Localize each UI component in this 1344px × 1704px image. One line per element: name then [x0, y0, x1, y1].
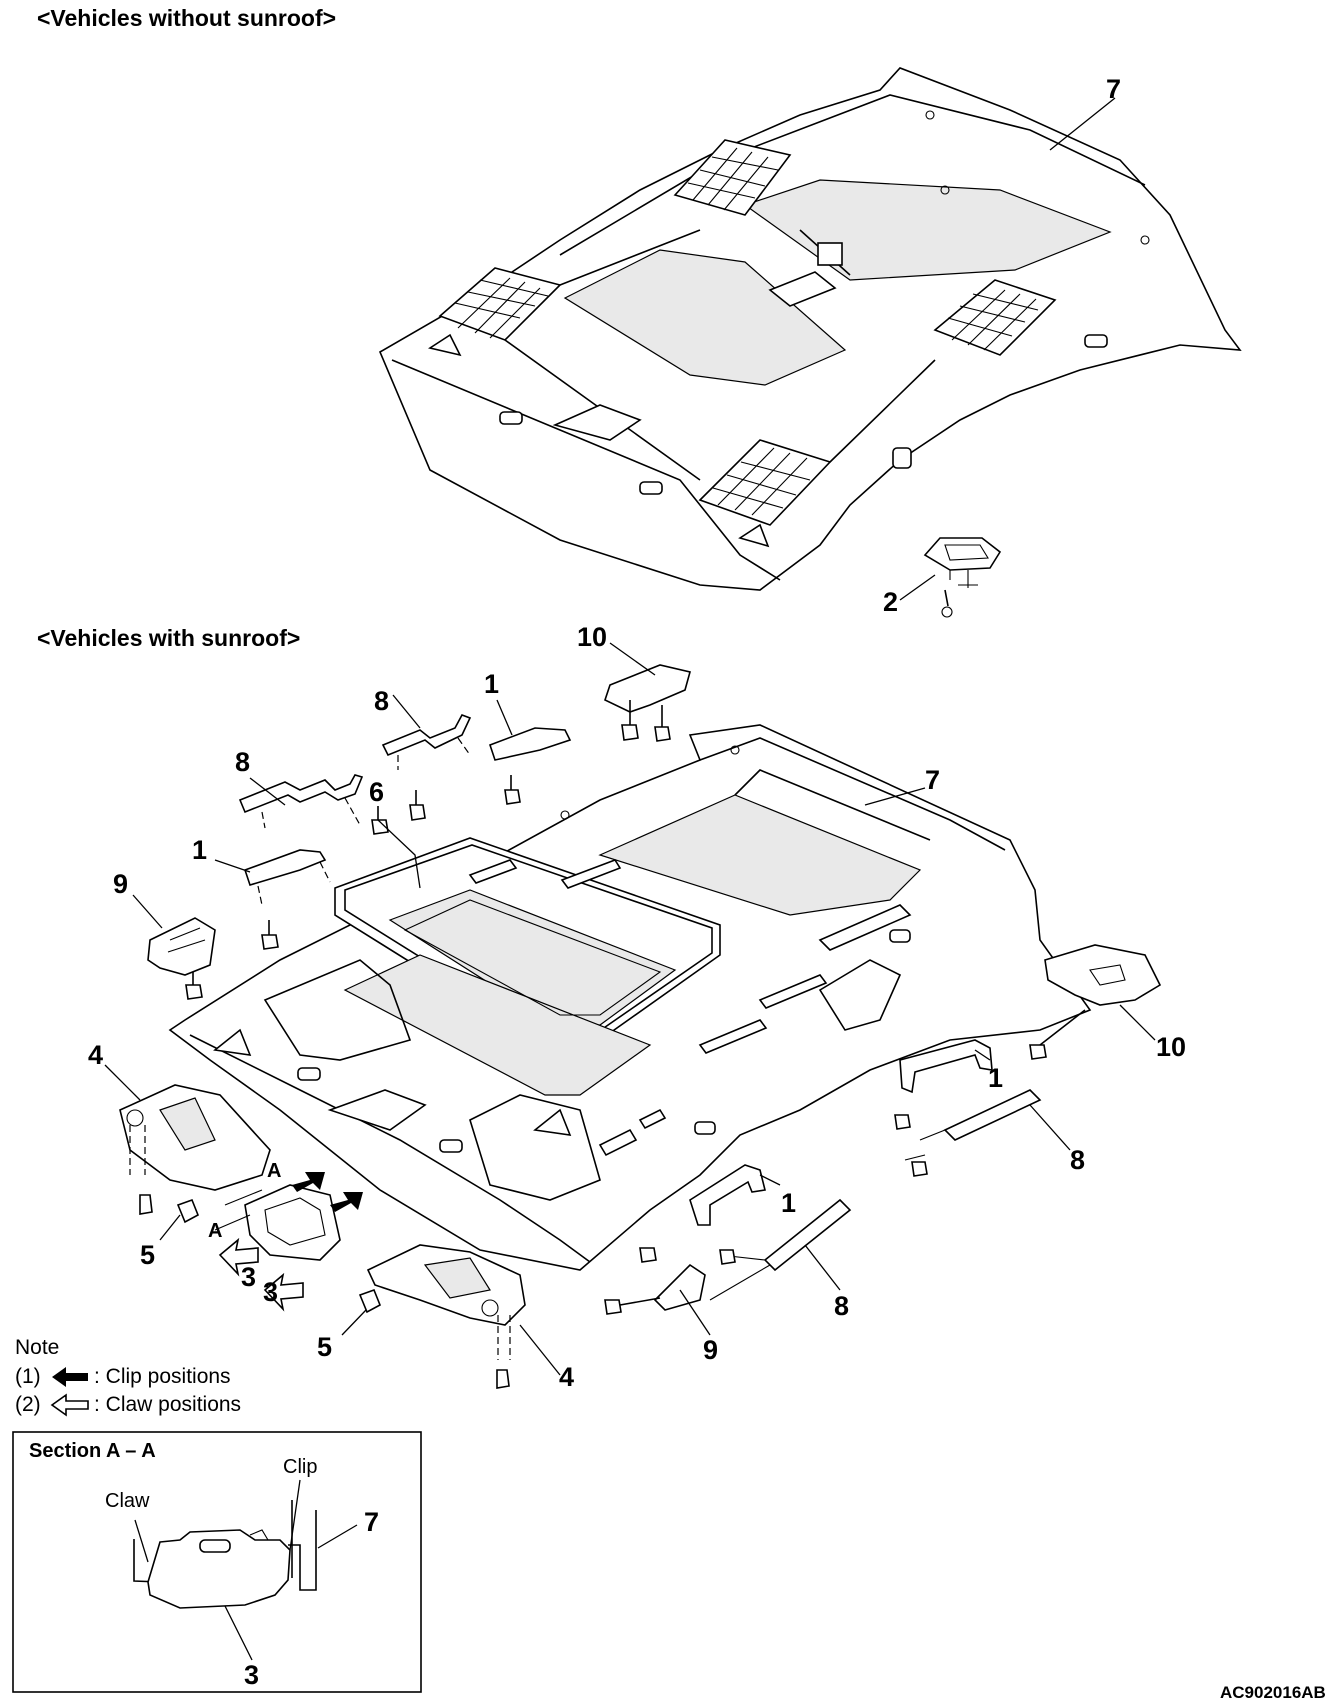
callout-7: 7	[925, 765, 941, 795]
callout-4-left: 4	[88, 1040, 104, 1070]
note-arrows	[50, 1367, 89, 1417]
callout-2: 2	[883, 587, 899, 617]
section-title: Section A – A	[29, 1440, 156, 1462]
callout-3-b: 3	[263, 1277, 279, 1307]
note-item-1-text: : Clip positions	[94, 1365, 231, 1388]
figure-code: AC902016AB	[1220, 1683, 1326, 1702]
callout-1-right: 1	[988, 1063, 1004, 1093]
section-label-clip: Clip	[283, 1456, 318, 1478]
callout-1-lower: 1	[781, 1188, 797, 1218]
callout-10-top: 10	[577, 622, 608, 652]
part-8-bracket-right	[904, 1089, 1042, 1177]
clip-position-icon	[52, 1367, 88, 1387]
headlining-sunroof	[168, 724, 1092, 1271]
callout-8-left: 8	[235, 747, 251, 777]
part-10-bracket-upper	[604, 664, 691, 742]
section-marker-a-upper: A	[267, 1160, 282, 1182]
part-4-sunvisor-left	[119, 1084, 271, 1215]
part-8-bracket-lower	[709, 1198, 852, 1301]
part-1-handle-upper	[243, 727, 572, 906]
claw-arrow-icon	[218, 1237, 304, 1312]
part-1-handle-right	[894, 1039, 993, 1130]
bolts-upper	[185, 775, 521, 1000]
callout-8-top: 8	[374, 686, 390, 716]
callout-6: 6	[369, 777, 385, 807]
vent-grid-rear-right	[933, 279, 1057, 356]
part-5-clip-left	[176, 1198, 200, 1224]
note-item-2-text: : Claw positions	[94, 1393, 242, 1416]
section-a-a-box	[12, 1431, 422, 1693]
vent-grid-rear-left	[673, 139, 792, 216]
callout-7-top: 7	[1106, 74, 1122, 104]
callout-9-lower: 9	[703, 1335, 719, 1365]
callout-1-left: 1	[192, 835, 208, 865]
part-5-clip-lower	[358, 1288, 382, 1314]
section-label-claw: Claw	[105, 1490, 150, 1512]
headlining-no-sunroof	[378, 67, 1242, 591]
callout-9-left: 9	[113, 869, 129, 899]
leader-lines	[104, 97, 1156, 1376]
callout-4-lower: 4	[559, 1362, 575, 1392]
part-9-bracket-lower	[604, 1263, 706, 1315]
part-10-bracket-right	[1029, 944, 1162, 1060]
callout-1-top: 1	[484, 669, 500, 699]
part-9-bracket-left	[147, 917, 216, 976]
callout-3-a: 3	[241, 1262, 257, 1292]
part-2-lamp	[923, 537, 1002, 618]
callout-10-right: 10	[1156, 1032, 1187, 1062]
section-callout-7: 7	[364, 1507, 380, 1537]
clip-arrow-icon	[292, 1172, 363, 1212]
heading-without-sunroof: <Vehicles without sunroof>	[37, 5, 337, 31]
claw-position-icon	[50, 1393, 89, 1417]
callout-5-left: 5	[140, 1240, 156, 1270]
note-item-1-prefix: (1)	[15, 1365, 41, 1388]
callout-8-right: 8	[1070, 1145, 1086, 1175]
section-callout-3: 3	[244, 1660, 260, 1690]
note-item-2-prefix: (2)	[15, 1393, 41, 1416]
part-1-handle-lower	[639, 1164, 766, 1263]
part-8-bracket-upper	[238, 714, 472, 829]
section-marker-a-lower: A	[208, 1220, 223, 1242]
callout-5-lower: 5	[317, 1332, 333, 1362]
note-title: Note	[15, 1336, 60, 1359]
callout-8-lower: 8	[834, 1291, 850, 1321]
part-4-sunvisor-right	[366, 1244, 526, 1389]
heading-with-sunroof: <Vehicles with sunroof>	[37, 625, 301, 651]
